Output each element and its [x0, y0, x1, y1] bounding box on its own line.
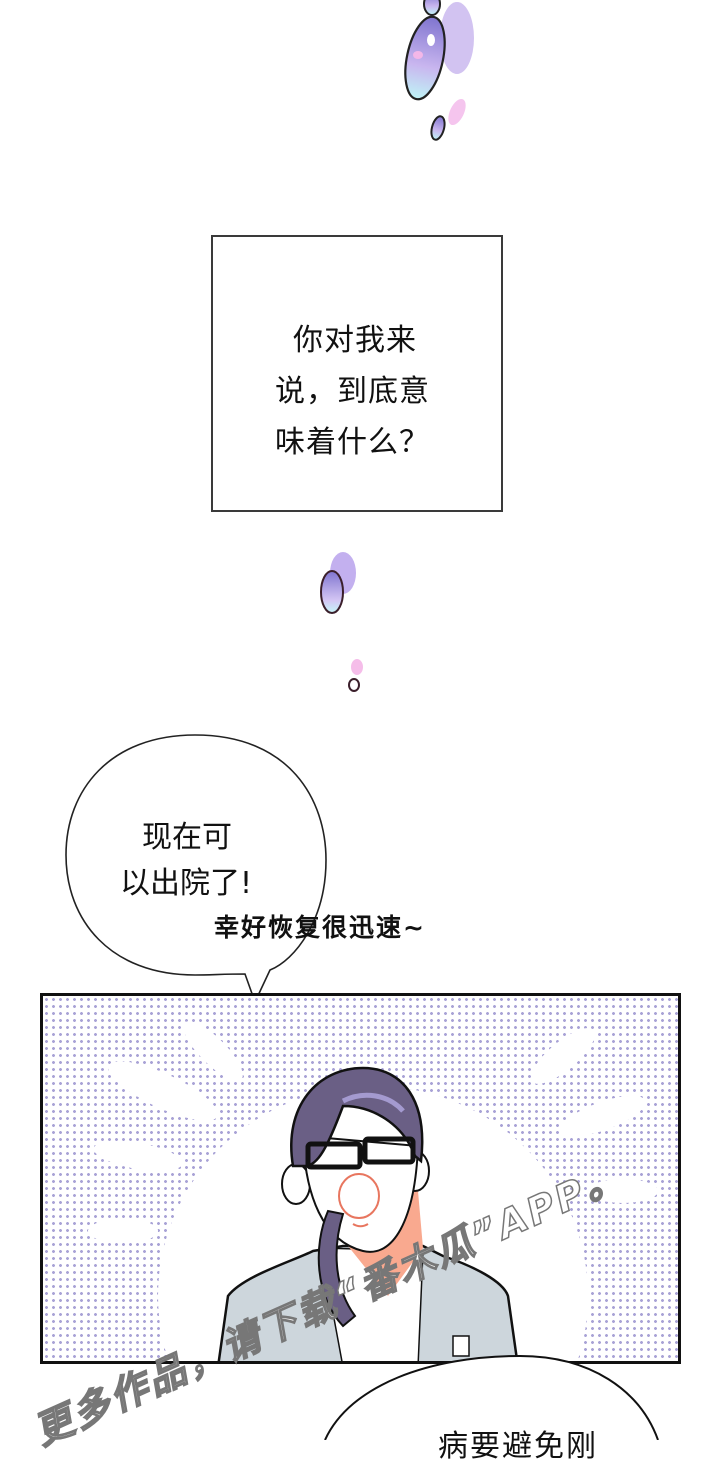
narration-line-1: 你对我来 — [293, 323, 417, 358]
water-drop-icon — [320, 552, 363, 692]
speech-bubble-text: 现在可 以出院了! — [120, 815, 252, 907]
comic-panel — [40, 993, 681, 1364]
narration-line-2: 说，到底意 — [275, 374, 430, 409]
narration-text: 你对我来 说，到底意 味着什么？ — [275, 315, 475, 468]
water-drop-icon — [404, 0, 474, 141]
character-illustration — [88, 1021, 658, 1361]
speech-bubble — [324, 1354, 659, 1440]
bubble-line-2: 以出院了! — [120, 866, 253, 901]
speech-bubble — [65, 734, 327, 1005]
narration-box: 你对我来 说，到底意 味着什么？ — [211, 235, 503, 512]
watermark: 更多作品，请下载“番木瓜”APP。 — [14, 1152, 714, 1454]
sfx-text: 幸好恢复很迅速~ — [214, 913, 426, 942]
narration-line-3: 味着什么？ — [275, 425, 430, 460]
bubble-line-1: 现在可 — [142, 820, 232, 855]
